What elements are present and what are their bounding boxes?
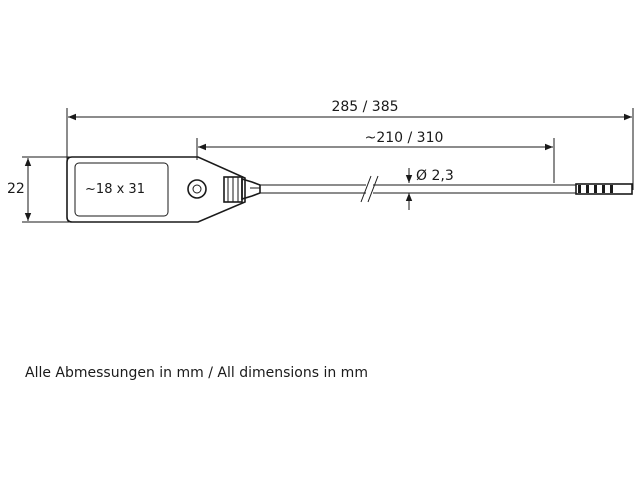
break-mark-left [360, 175, 372, 203]
probe-tip [575, 183, 633, 195]
total-length-dimension: 285 / 385 [66, 99, 634, 190]
diameter-dimension: Ø 2,3 [405, 168, 454, 210]
connector-sleeve [223, 176, 261, 203]
break-mark-right [367, 175, 379, 203]
cable [260, 175, 576, 203]
sensor-tag: ~18 x 31 [66, 156, 246, 223]
total-length-label: 285 / 385 [331, 99, 398, 115]
cable-length-label: ~210 / 310 [365, 130, 444, 146]
eyelet [187, 179, 207, 199]
diameter-label: Ø 2,3 [416, 168, 454, 184]
tag-size-label: ~18 x 31 [85, 182, 145, 197]
dimensions-caption: Alle Abmessungen in mm / All dimensions … [25, 365, 368, 381]
cable-length-dimension: ~210 / 310 [196, 130, 555, 183]
height-dimension: 22 [7, 156, 70, 223]
height-label: 22 [7, 181, 25, 197]
